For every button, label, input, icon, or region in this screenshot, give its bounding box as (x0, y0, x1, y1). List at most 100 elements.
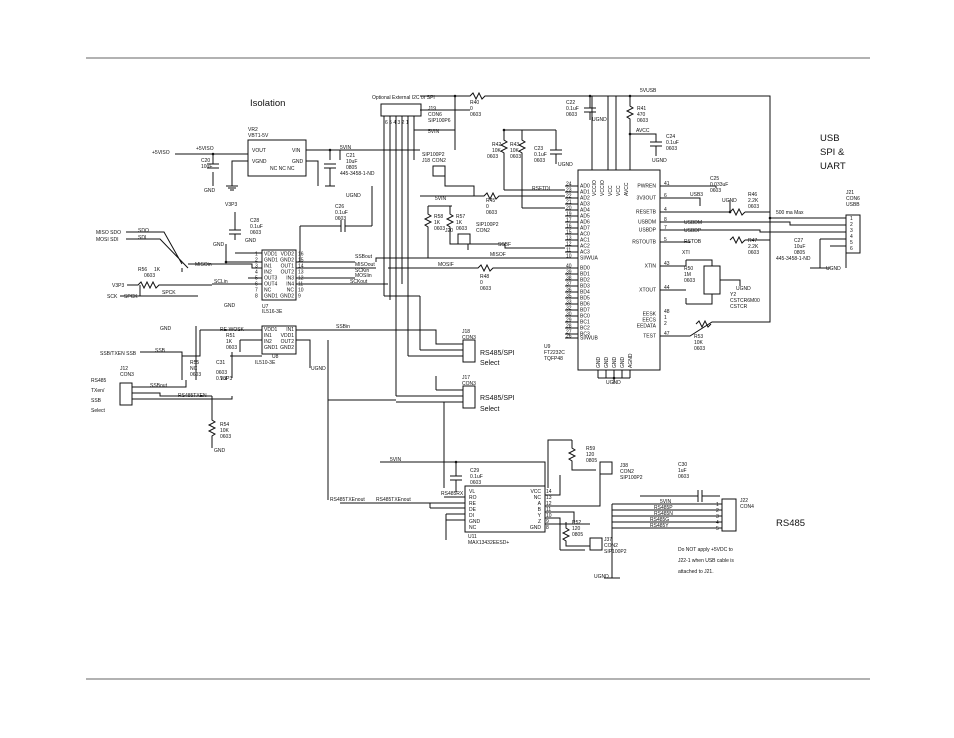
r46-ref: R46 (748, 192, 757, 198)
net-ugnd-4: UGND (558, 162, 573, 168)
u9-pin-name: AD2 (580, 196, 590, 202)
net-5vin-2: 5VIN (428, 129, 440, 135)
c25-pkg: 0603 (710, 188, 721, 194)
u9-pin-num: 29 (566, 318, 572, 324)
u11-pin-num: 8 (546, 525, 549, 531)
r40-ref: R40 (470, 100, 479, 106)
net-ssbout2: SSBout (150, 383, 168, 389)
j19-pins: 6 5 4 3 2 1 (385, 120, 409, 126)
net-ssbout: SSBout (355, 254, 373, 260)
c21-pkg: 0805 (346, 165, 357, 171)
r47-pkg: 0603 (748, 250, 759, 256)
u9-pin-name: 3V3OUT (637, 196, 656, 202)
net-ugnd-8: UGND (722, 198, 737, 204)
j22-pin-num: 1 (716, 502, 719, 508)
u11-pin-name: GND (469, 519, 481, 525)
net-ugnd-1: UGND (346, 193, 361, 199)
u9-pin-num: 12 (566, 242, 572, 248)
u9-pin-num: 19 (566, 212, 572, 218)
u7-pin-name: IN4 (286, 282, 294, 288)
j38-body (599, 461, 613, 475)
j20-ref: J20 (445, 228, 453, 234)
net-ugnd-9: UGND (826, 266, 841, 272)
j18-ref: J18 (462, 329, 470, 335)
u11-value: MAX13432EESD+ (468, 540, 509, 546)
c21-value: 10uF (346, 159, 357, 165)
u7-pin-num: 13 (298, 270, 304, 276)
junction-dots (211, 94, 772, 464)
c28-pkg: 0603 (250, 230, 261, 236)
u9-pin-name: BD0 (580, 266, 590, 272)
wires-j19 (383, 109, 470, 320)
j12-ref: J12 (120, 366, 128, 372)
u11-pin-name: NC (469, 525, 477, 531)
u8-pin-name: VDD1 (281, 333, 295, 339)
vr2-value: VBT1-5V (248, 133, 269, 139)
net-ugnd-6: UGND (606, 380, 621, 386)
vr2-gnd: GND (292, 159, 304, 165)
u11-pin-num: 10 (546, 513, 552, 519)
u7-pin-num: 2 (255, 258, 258, 264)
j22-ref: J22 (740, 498, 748, 504)
r57-value: 1K (456, 220, 463, 226)
r52-ref: R52 (572, 520, 581, 526)
u9-pin-num: 16 (566, 224, 572, 230)
u9-pin-name: AC3 (580, 250, 590, 256)
r42-value: 10K (492, 148, 502, 154)
u7-pin-num: 14 (298, 264, 304, 270)
j12-value: CON3 (120, 372, 134, 378)
u9-pin-num: 37 (566, 282, 572, 288)
u9-pin-num: 8 (664, 217, 667, 223)
r59-value: 120 (586, 452, 595, 458)
net-misoout: MISOout (355, 262, 375, 268)
j21-ref: J21 (846, 190, 854, 196)
u7-pin-name: OUT2 (281, 270, 295, 276)
r57-pkg: 0603 (456, 226, 467, 232)
u7-ref: U7 (262, 304, 269, 310)
j22-pin-num: 4 (716, 520, 719, 526)
u9-pin-num: 2 (664, 321, 667, 327)
wires-u11-left (340, 496, 465, 540)
net-misof: MISOF (490, 252, 506, 258)
r56-pkg: 0603 (144, 273, 155, 279)
u9-pin-name: BD2 (580, 278, 590, 284)
u9-pin-num: 4 (664, 207, 667, 213)
c24-pkg: 0603 (666, 146, 677, 152)
c27-pkg: 0805 (794, 250, 805, 256)
label-rs485-txen-1: RS485 (91, 378, 107, 384)
u9-pin-name: BC2 (580, 326, 590, 332)
vr2-nc: NC NC NC (270, 166, 295, 172)
j37-ref: J37 (604, 537, 612, 543)
label-rs485-txen-3: SSB (91, 398, 102, 404)
wires-j12 (132, 380, 233, 400)
u7-pin-name: IN1 (264, 264, 272, 270)
j22-pin-num: 3 (716, 514, 719, 520)
net-5vin-4: 5VIN (390, 457, 402, 463)
net-sdo-l: MISO SDO (96, 230, 121, 236)
title-isolation: Isolation (250, 98, 285, 109)
u9-pin-num: 21 (566, 200, 572, 206)
u8-pin-name: VDD1 (264, 327, 278, 333)
r46-pkg: 0603 (748, 204, 759, 210)
u9-pin-num: 15 (566, 230, 572, 236)
u9-bot-pin: GND (612, 357, 618, 369)
cap-c20 (207, 163, 219, 169)
net-5vin-1: 5VIN (340, 145, 352, 151)
c31-value: 0.1uF (216, 376, 229, 382)
j18b-pkg: CON2 (432, 158, 446, 164)
u9-pin-name: AD6 (580, 220, 590, 226)
y2-ref: Y2 (730, 292, 736, 298)
r54-ref: R54 (220, 422, 229, 428)
u9-pin-num: 23 (566, 188, 572, 194)
net-v3p3-b: V3P3 (112, 283, 124, 289)
vr2-vgnd: VGND (252, 159, 267, 165)
r41-ref: R41 (637, 106, 646, 112)
note-line-2: J22-1 when USB cable is (678, 558, 734, 564)
r50-pkg: 0603 (684, 278, 695, 284)
net-misoin: MISOin (195, 262, 212, 268)
net-usbdp: USBDP (684, 228, 702, 234)
u9-pin-num: 26 (566, 334, 572, 340)
u11-pin-name: A (538, 501, 542, 507)
